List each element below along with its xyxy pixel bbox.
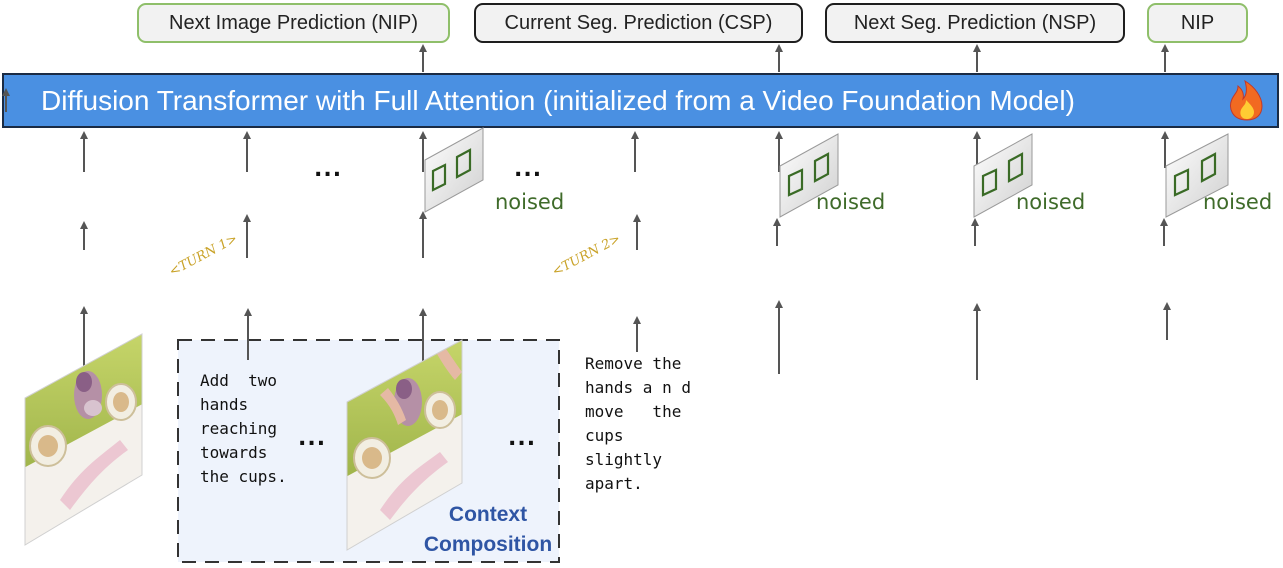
input-image-2-border [346,339,463,551]
noised-label-3: noised [1016,190,1086,214]
noised-label-4: noised [1203,190,1273,214]
ellipsis-top-1: ... [314,157,343,182]
output-label-csp: Current Seg. Prediction (CSP) [474,3,803,43]
output-label-nsp: Next Seg. Prediction (NSP) [825,3,1125,43]
input-image-1-border [24,333,143,546]
output-label-nip: Next Image Prediction (NIP) [137,3,450,43]
noised-label-1: noised [495,190,565,214]
input-arrows [80,300,1171,380]
noised-frames-4 [1165,133,1229,218]
context-composition-label: Context Composition [423,503,553,556]
banner-title: Diffusion Transformer with Full Attentio… [41,84,1075,116]
diffusion-transformer-banner: Diffusion Transformer with Full Attentio… [2,73,1279,128]
middle-arrows [80,211,1168,258]
noised-label-2: noised [816,190,886,214]
output-arrows [419,44,1169,72]
instruction-turn-1: Add two hands reaching towards the cups. [200,371,287,486]
ellipsis-panel-2: ... [508,426,537,451]
instruction-turn-2: Remove the hands a n d move the cups sli… [585,354,691,493]
output-label-nip-2: NIP [1147,3,1248,43]
fire-icon [1230,79,1263,121]
ellipsis-panel-1: ... [298,426,327,451]
noised-frames-1 [424,127,484,213]
noised-frames-2 [779,133,839,218]
noised-frames-3 [973,133,1033,218]
ellipsis-top-2: ... [514,157,543,182]
